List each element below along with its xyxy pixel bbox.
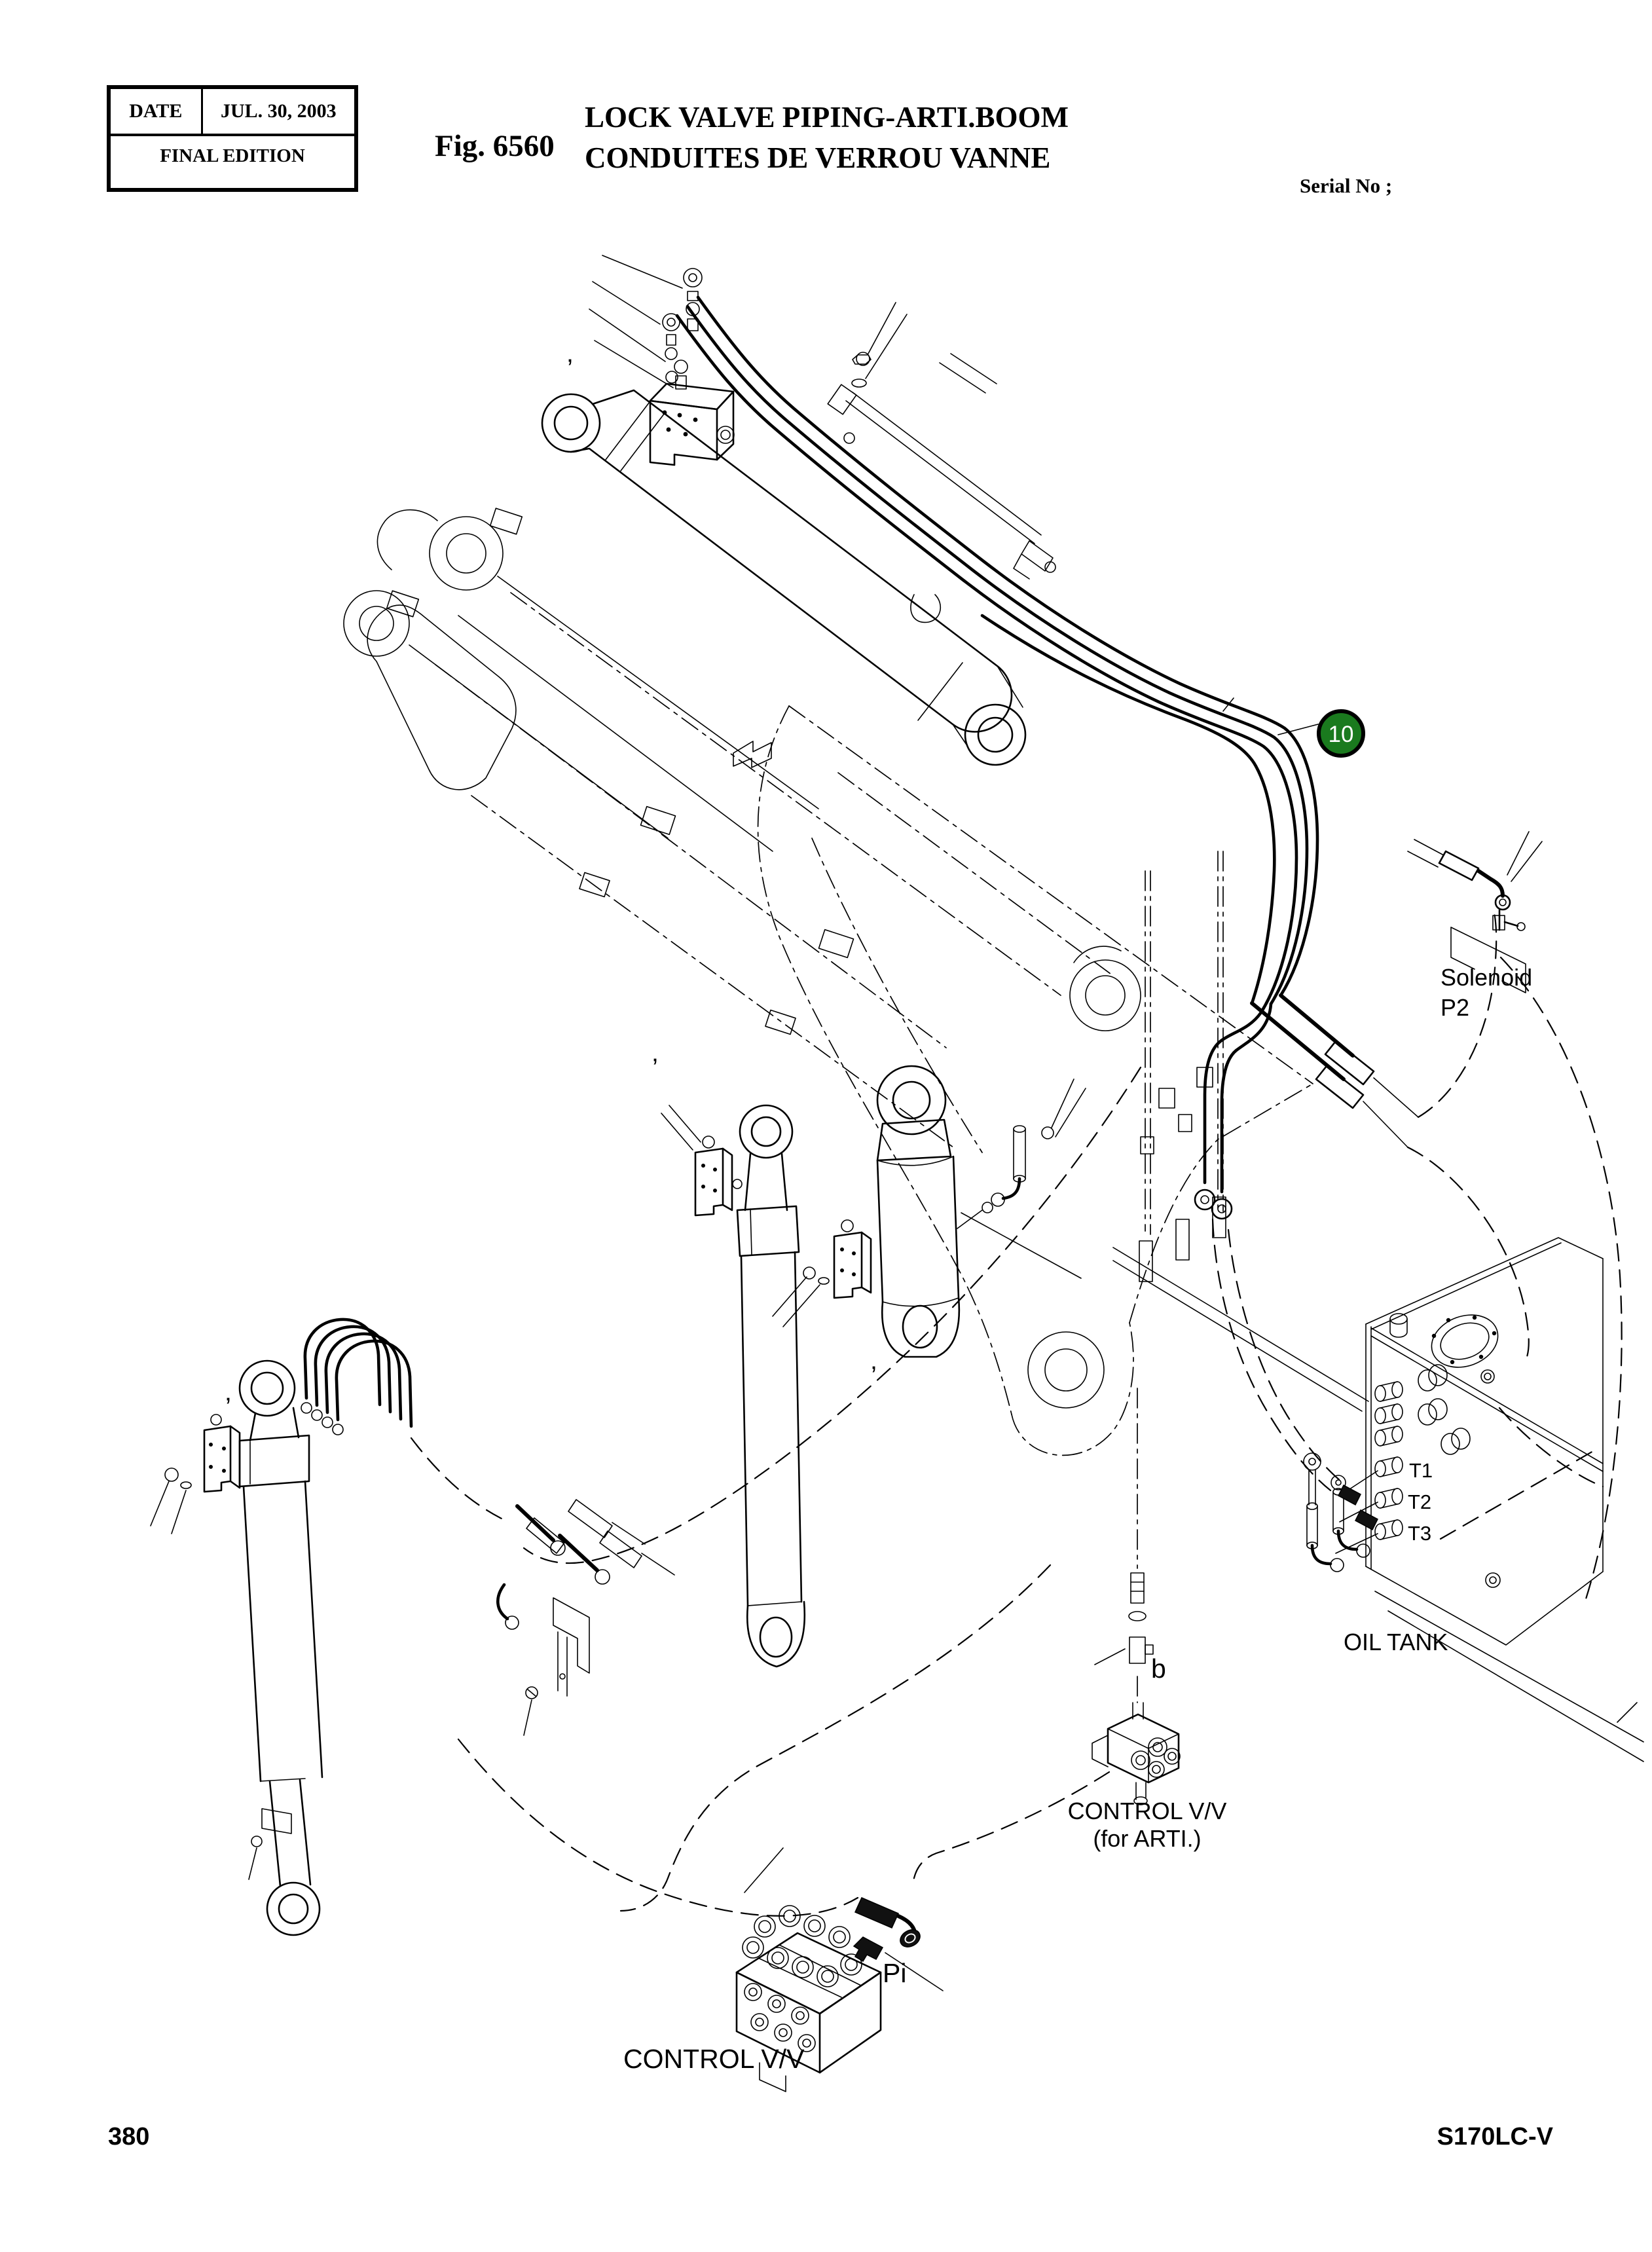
u-hose-bundle bbox=[301, 1318, 413, 1435]
port-label-t1: T1 bbox=[1409, 1459, 1433, 1482]
control-vv-arti-label: CONTROL V/V bbox=[1068, 1798, 1227, 1824]
date-edition-box: DATE JUL. 30, 2003 FINAL EDITION bbox=[107, 85, 358, 192]
balloon-circle bbox=[1317, 709, 1365, 758]
edition-label: FINAL EDITION bbox=[160, 145, 305, 167]
oil-tank: T1 T2 T3 OIL TANK bbox=[1335, 1237, 1644, 1762]
control-valve-arti: b CONTROL V/V (for ARTI.) bbox=[1068, 1388, 1227, 1852]
page-title: LOCK VALVE PIPING-ARTI.BOOM CONDUITES DE… bbox=[585, 97, 1069, 178]
boom-body-phantom bbox=[757, 705, 1369, 1456]
svg-text:’: ’ bbox=[871, 1361, 877, 1390]
lock-valve-hose-bundle bbox=[675, 295, 1419, 1220]
model-code: S170LC-V bbox=[1437, 2123, 1553, 2150]
port-label-t3: T3 bbox=[1408, 1522, 1431, 1545]
figure-number: Fig. 6560 bbox=[435, 129, 555, 163]
date-label: DATE bbox=[111, 89, 203, 134]
date-value: JUL. 30, 2003 bbox=[220, 100, 337, 122]
svg-text:’: ’ bbox=[652, 1054, 658, 1082]
serial-no-label: Serial No ; bbox=[1300, 174, 1393, 197]
tank-hose-fittings bbox=[1303, 1452, 1378, 1572]
arti-cylinder bbox=[150, 1359, 323, 1936]
boom-arm-phantom bbox=[343, 508, 1061, 1150]
reference-ticks: ’ ’ ’ ’ bbox=[225, 354, 877, 1422]
solenoid-port-label: P2 bbox=[1441, 994, 1469, 1021]
control-vv-arti-sublabel: (for ARTI.) bbox=[1093, 1825, 1201, 1852]
port-label-b: b bbox=[1151, 1653, 1166, 1684]
svg-text:’: ’ bbox=[225, 1393, 231, 1422]
solenoid-fitting: Solenoid P2 bbox=[1407, 831, 1543, 1021]
boom-cylinder-left bbox=[661, 1104, 806, 1668]
hose-fitting-cluster bbox=[496, 1499, 675, 1736]
control-valve-main: Pi CONTROL V/V bbox=[623, 1897, 944, 2092]
page-number: 380 bbox=[108, 2123, 150, 2150]
arti-boom-lock-cylinder bbox=[541, 255, 1056, 768]
title-line-en: LOCK VALVE PIPING-ARTI.BOOM bbox=[585, 101, 1069, 134]
boom-cylinder-right bbox=[772, 1065, 1086, 1358]
oil-tank-label: OIL TANK bbox=[1344, 1629, 1448, 1655]
leader-line bbox=[744, 1847, 784, 1893]
phantom-hoses bbox=[410, 906, 1623, 1917]
balloon-number: 10 bbox=[1329, 722, 1354, 747]
part-balloon-10[interactable]: 10 bbox=[1222, 697, 1365, 758]
port-label-t2: T2 bbox=[1408, 1490, 1431, 1513]
pi-port-label: Pi bbox=[883, 1958, 906, 1988]
svg-text:’: ’ bbox=[567, 354, 573, 383]
solenoid-label: Solenoid bbox=[1441, 964, 1532, 991]
title-line-fr: CONDUITES DE VERROU VANNE bbox=[585, 141, 1051, 174]
control-vv-label: CONTROL V/V bbox=[623, 2044, 805, 2074]
